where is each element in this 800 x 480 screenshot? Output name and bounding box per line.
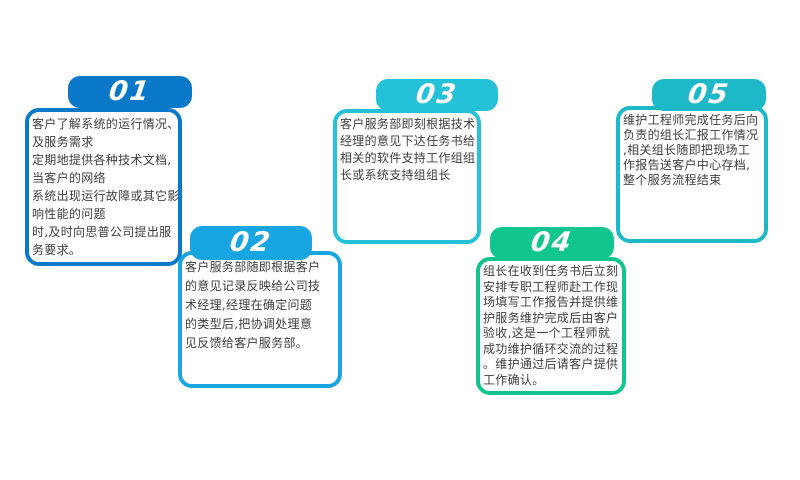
step-03-text: 客户服务部即刻根据技术 经理的意见下达任务书给 相关的软件支持工作组组 长或系统…	[340, 117, 476, 182]
step-04-number-badge: 04	[490, 227, 614, 259]
step-01-number-badge: 01	[68, 76, 192, 108]
step-04-number: 04	[529, 227, 576, 258]
step-01-number: 01	[107, 76, 154, 107]
step-02-number-badge: 02	[190, 226, 312, 260]
step-03-number-badge: 03	[376, 79, 498, 111]
step-04-text: 组长在收到任务书后立刻 安排专职工程师赴工作现 场填写工作报告并提供维 护服务维…	[483, 264, 619, 387]
step-05-card-body: 维护工程师完成任务后向 负责的组长汇报工作情况 ,相关组长随即把现场工 作报告送…	[616, 106, 768, 243]
step-03-card-body: 客户服务部即刻根据技术 经理的意见下达任务书给 相关的软件支持工作组组 长或系统…	[333, 109, 481, 244]
step-02-text: 客户服务部随即根据客户 的意见记录反映给公司技 术经理,经理在确定问题 的类型后…	[185, 260, 321, 350]
step-02-card-body: 客户服务部随即根据客户 的意见记录反映给公司技 术经理,经理在确定问题 的类型后…	[178, 251, 342, 388]
step-04-card-body: 组长在收到任务书后立刻 安排专职工程师赴工作现 场填写工作报告并提供维 护服务维…	[476, 257, 626, 395]
step-05-number: 05	[686, 79, 733, 110]
step-01-text: 客户了解系统的运行情况、 及服务需求 定期地提供各种技术文档, 当客户的网络 系…	[32, 117, 180, 257]
step-01-card-body: 客户了解系统的运行情况、 及服务需求 定期地提供各种技术文档, 当客户的网络 系…	[25, 108, 182, 266]
step-03-number: 03	[414, 79, 461, 110]
step-05-number-badge: 05	[652, 79, 766, 111]
step-02-number: 02	[228, 227, 275, 258]
step-05-text: 维护工程师完成任务后向 负责的组长汇报工作情况 ,相关组长随即把现场工 作报告送…	[623, 113, 759, 187]
